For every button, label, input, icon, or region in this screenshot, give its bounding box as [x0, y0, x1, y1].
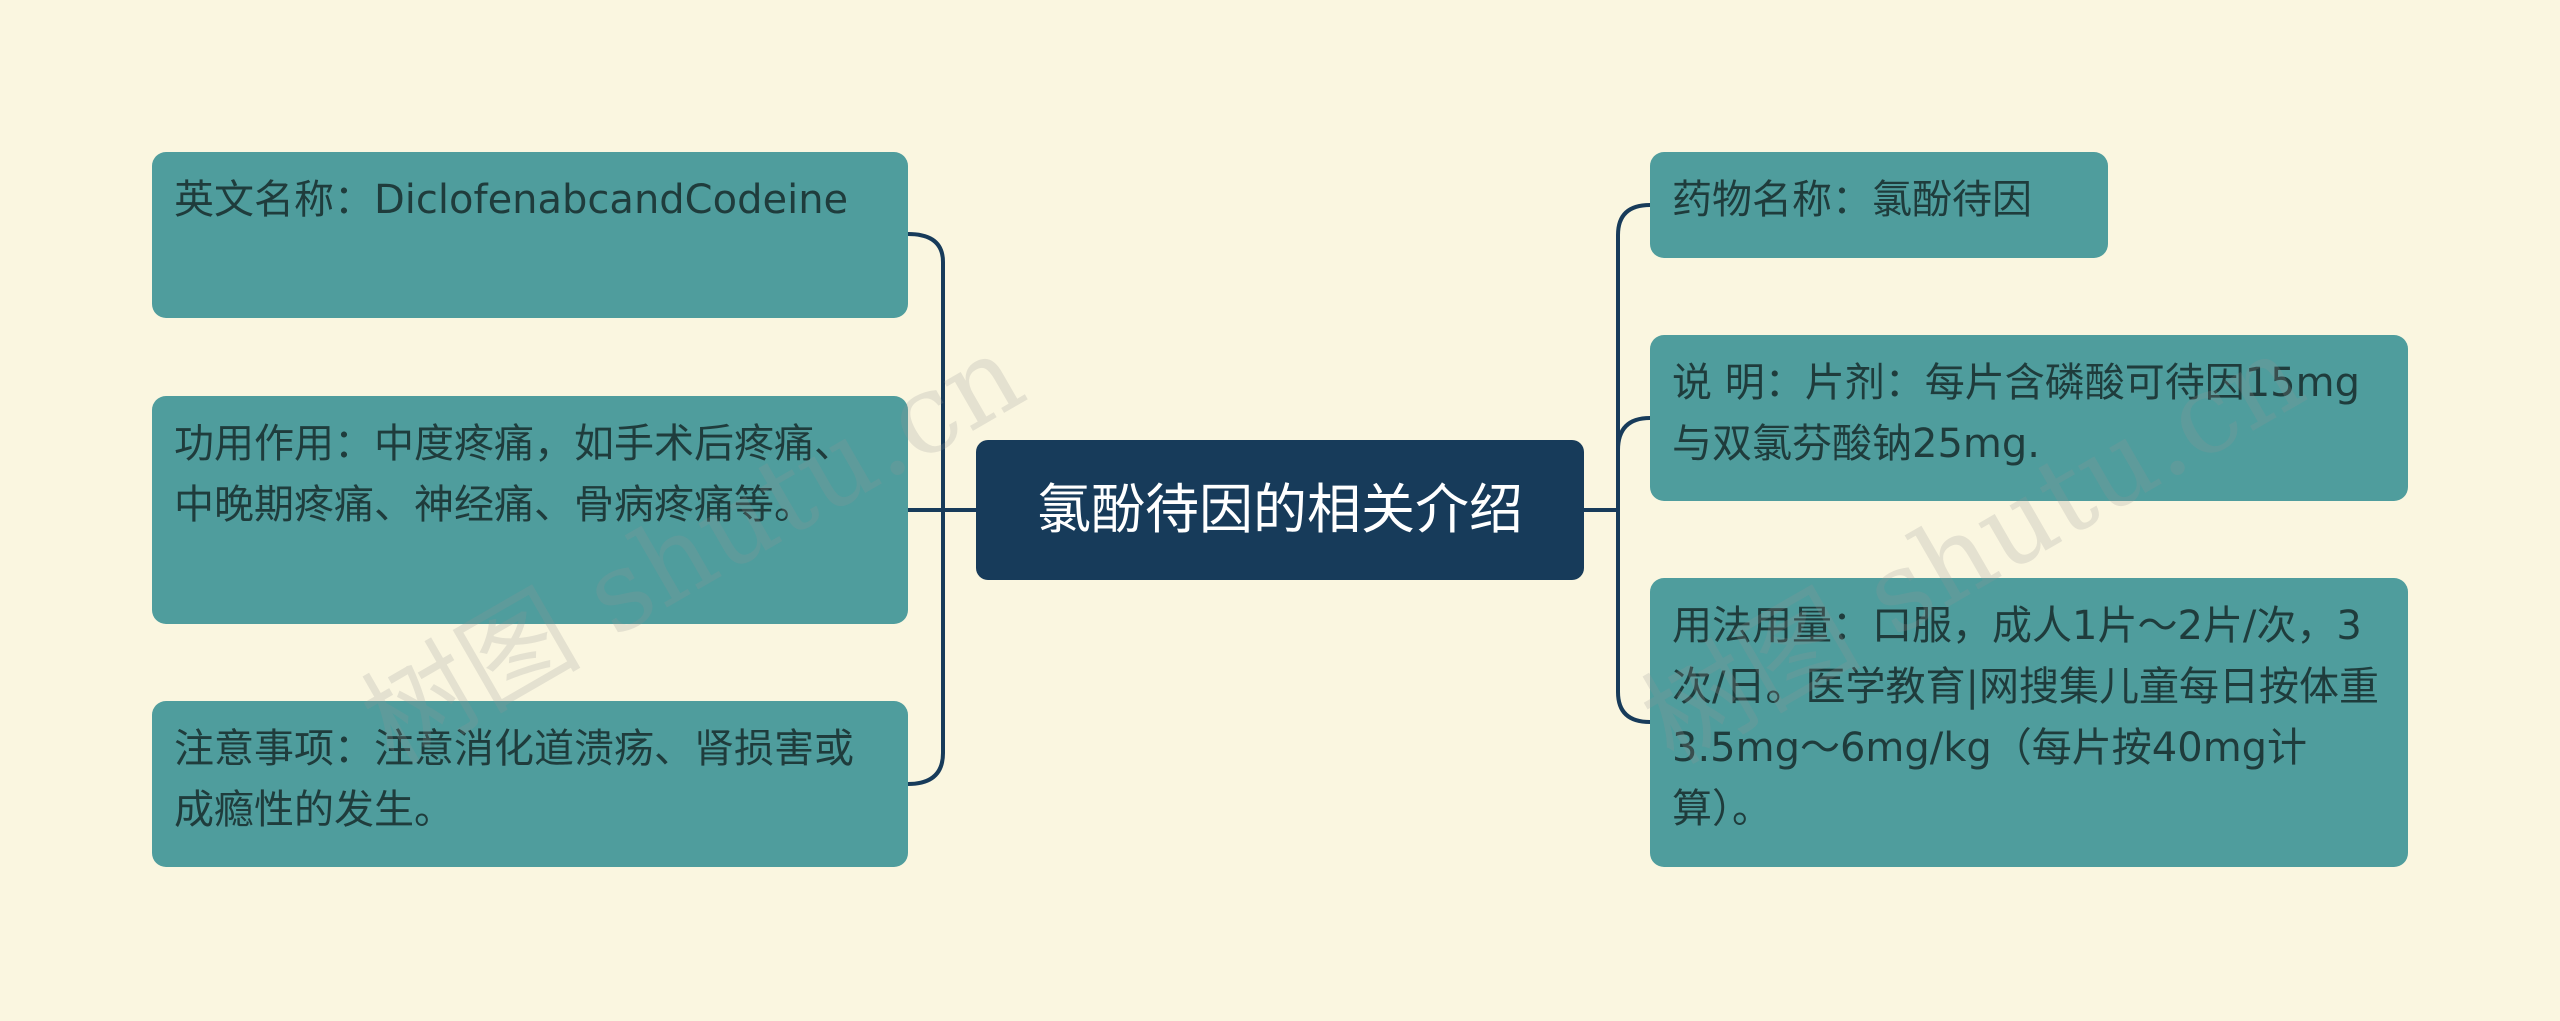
- connector-right-3: [1616, 691, 1651, 724]
- left-node-english-name-text: 英文名称：DiclofenabcandCodeine: [174, 177, 849, 223]
- left-node-function[interactable]: 功用作用：中度疼痛，如手术后疼痛、中晚期疼痛、神经痛、骨病疼痛等。: [152, 396, 908, 624]
- right-node-dosage[interactable]: 用法用量：口服，成人1片～2片/次，3次/日。医学教育|网搜集儿童每日按体重3.…: [1650, 578, 2408, 867]
- right-node-description-text: 说 明：片剂：每片含磷酸可待因15mg与双氯芬酸钠25mg.: [1672, 360, 2360, 467]
- right-node-dosage-text: 用法用量：口服，成人1片～2片/次，3次/日。医学教育|网搜集儿童每日按体重3.…: [1672, 603, 2379, 832]
- center-topic-title: 氯酚待因的相关介绍: [1037, 478, 1523, 541]
- left-node-english-name[interactable]: 英文名称：DiclofenabcandCodeine: [152, 152, 908, 318]
- left-node-precautions[interactable]: 注意事项：注意消化道溃疡、肾损害或成瘾性的发生。: [152, 701, 908, 867]
- connector-left-1: [907, 232, 945, 263]
- connector-left-bracket: [908, 262, 945, 753]
- connector-right-2: [1616, 416, 1651, 451]
- left-node-precautions-text: 注意事项：注意消化道溃疡、肾损害或成瘾性的发生。: [174, 726, 854, 833]
- connector-right-1: [1616, 203, 1651, 236]
- right-node-description[interactable]: 说 明：片剂：每片含磷酸可待因15mg与双氯芬酸钠25mg.: [1650, 335, 2408, 501]
- connector-left-3: [907, 752, 945, 786]
- left-node-function-text: 功用作用：中度疼痛，如手术后疼痛、中晚期疼痛、神经痛、骨病疼痛等。: [174, 421, 854, 528]
- right-node-drug-name[interactable]: 药物名称：氯酚待因: [1650, 152, 2108, 258]
- right-node-drug-name-text: 药物名称：氯酚待因: [1672, 177, 2032, 223]
- center-topic[interactable]: 氯酚待因的相关介绍: [976, 440, 1584, 580]
